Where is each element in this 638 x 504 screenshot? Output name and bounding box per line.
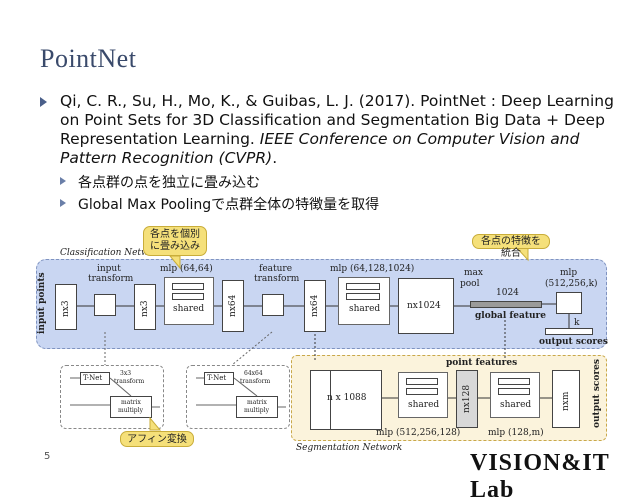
max-pool-label-1: max: [464, 268, 483, 278]
citation-plain: Qi, C. R., Su, H., Mo, K., & Guibas, L. …: [60, 92, 614, 148]
mlp-64-64-label: mlp (64,64): [160, 264, 213, 274]
output-scores-label: output scores: [539, 337, 608, 347]
nx1024-block: nx1024: [398, 278, 454, 334]
callout-affine: アフィン変換: [120, 431, 194, 447]
nx64-label: nx64: [228, 294, 238, 317]
nx64-block-2: nx64: [304, 280, 326, 332]
mlp-512-256-k-label-1: mlp: [560, 268, 578, 278]
input-transform-label-2: transform: [88, 274, 134, 284]
sub-bullet-triangle-icon: [60, 177, 66, 185]
callout-feature-merge: 各点の特徴を統合: [472, 234, 550, 259]
seg-mlp2-node: [498, 388, 530, 395]
tnet-label: T-Net: [83, 374, 103, 382]
mlp-64-128-1024-label: mlp (64,128,1024): [330, 264, 415, 274]
shared-label: shared: [408, 400, 440, 410]
output-scores-bar: [545, 328, 593, 335]
transform-64x64-label-1: 64x64: [244, 370, 263, 377]
tnet-block-2: T-Net: [204, 372, 234, 385]
tnet-block-1: T-Net: [80, 372, 110, 385]
segmentation-network-label: Segmentation Network: [296, 443, 403, 453]
page-number: 5: [44, 451, 51, 462]
multiply-label: multiply: [244, 407, 269, 414]
matrix-multiply-block-1: matrix multiply: [110, 396, 152, 418]
seg-mlp1-node: [406, 388, 438, 395]
nx1024-label: nx1024: [407, 301, 441, 311]
mlp2-group: [338, 277, 390, 325]
tnet-detail-2: [186, 365, 290, 429]
classification-panel: [36, 259, 607, 349]
shared-label: shared: [500, 400, 532, 410]
callout-line: 各点を個別: [150, 229, 200, 240]
global-feature-bar: [470, 301, 542, 308]
mlp1-node: [172, 283, 204, 290]
mlp-128-m-label: mlp (128,m): [488, 428, 544, 438]
global-feature-label: global feature: [475, 311, 546, 321]
callout-line: に畳み込み: [150, 241, 200, 252]
seg-mlp1-group: [398, 372, 448, 418]
input-transform-label-1: input: [97, 264, 121, 274]
feature-transform-label-1: feature: [259, 264, 293, 274]
nx64-label: nx64: [310, 294, 320, 317]
shared-label: shared: [173, 304, 205, 314]
tnet-detail-1: [60, 365, 164, 429]
mlp-512-256-k-label-2: (512,256,k): [545, 279, 598, 289]
nxm-block: nxm: [552, 370, 580, 428]
nx128-block: nx128: [456, 370, 478, 428]
transform-64x64-label-2: transform: [240, 378, 271, 385]
mlp2-node: [346, 283, 380, 290]
seg-mlp1-node: [406, 378, 438, 385]
seg-mlp2-group: [490, 372, 540, 418]
nx3-label: nx3: [61, 300, 71, 317]
citation-text: Qi, C. R., Su, H., Mo, K., & Guibas, L. …: [60, 92, 620, 168]
mlp-512-256-128-label: mlp (512,256,128): [376, 428, 461, 438]
sub-bullet-text: Global Max Poolingで点群全体の特徴量を取得: [78, 197, 380, 213]
transform-3x3-label-2: transform: [114, 378, 145, 385]
input-transform-block: [94, 294, 116, 316]
nxm-label: nxm: [561, 391, 571, 411]
citation-bullet: Qi, C. R., Su, H., Mo, K., & Guibas, L. …: [40, 92, 620, 168]
feature-transform-block: [262, 294, 284, 316]
nx128-label: nx128: [462, 384, 472, 413]
seg-output-scores-label: output scores: [592, 359, 602, 428]
slide-title: PointNet: [40, 44, 137, 73]
transform-3x3-label-1: 3x3: [120, 370, 132, 377]
mlp1-group: [164, 277, 214, 325]
sub-bullet-2: Global Max Poolingで点群全体の特徴量を取得: [60, 194, 379, 214]
shared-label: shared: [349, 304, 381, 314]
mlp2-node: [346, 293, 380, 300]
point-features-label: point features: [446, 358, 518, 368]
matrix-multiply-block-2: matrix multiply: [236, 396, 278, 418]
n-x-1088-left-strip: [311, 371, 331, 429]
classifier-mlp-block: [556, 292, 582, 314]
classification-network-label: Classification Network: [60, 248, 164, 258]
sub-bullet-1: 各点群の点を独立に畳み込む: [60, 172, 260, 192]
dim-1024-label: 1024: [496, 288, 519, 298]
transformed-nx3-block: nx3: [134, 284, 156, 330]
bullet-triangle-icon: [40, 97, 47, 107]
n-x-1088-label: n x 1088: [327, 393, 367, 403]
feature-transform-label-2: transform: [254, 274, 300, 284]
citation-venue: IEEE Conference on Computer Vision and P…: [60, 130, 580, 167]
mlp1-node: [172, 293, 204, 300]
nx3-label: nx3: [140, 300, 150, 317]
matrix-label: matrix: [121, 399, 141, 406]
multiply-label: multiply: [118, 407, 143, 414]
lab-logo: VISION&IT Lab: [470, 450, 610, 503]
sub-bullet-triangle-icon: [60, 199, 66, 207]
seg-mlp2-node: [498, 378, 530, 385]
tnet-label: T-Net: [207, 374, 227, 382]
n-x-1088-block: n x 1088: [310, 370, 382, 430]
matrix-label: matrix: [247, 399, 267, 406]
nx64-block-1: nx64: [222, 280, 244, 332]
citation-end: .: [272, 149, 278, 167]
input-points-label: input points: [37, 272, 47, 334]
input-nx3-block: nx3: [55, 284, 77, 330]
callout-individual-conv: 各点を個別 に畳み込み: [143, 226, 207, 256]
k-label: k: [574, 318, 580, 328]
sub-bullet-text: 各点群の点を独立に畳み込む: [78, 175, 260, 191]
segmentation-panel: [291, 355, 607, 441]
max-pool-label-2: pool: [460, 279, 480, 289]
